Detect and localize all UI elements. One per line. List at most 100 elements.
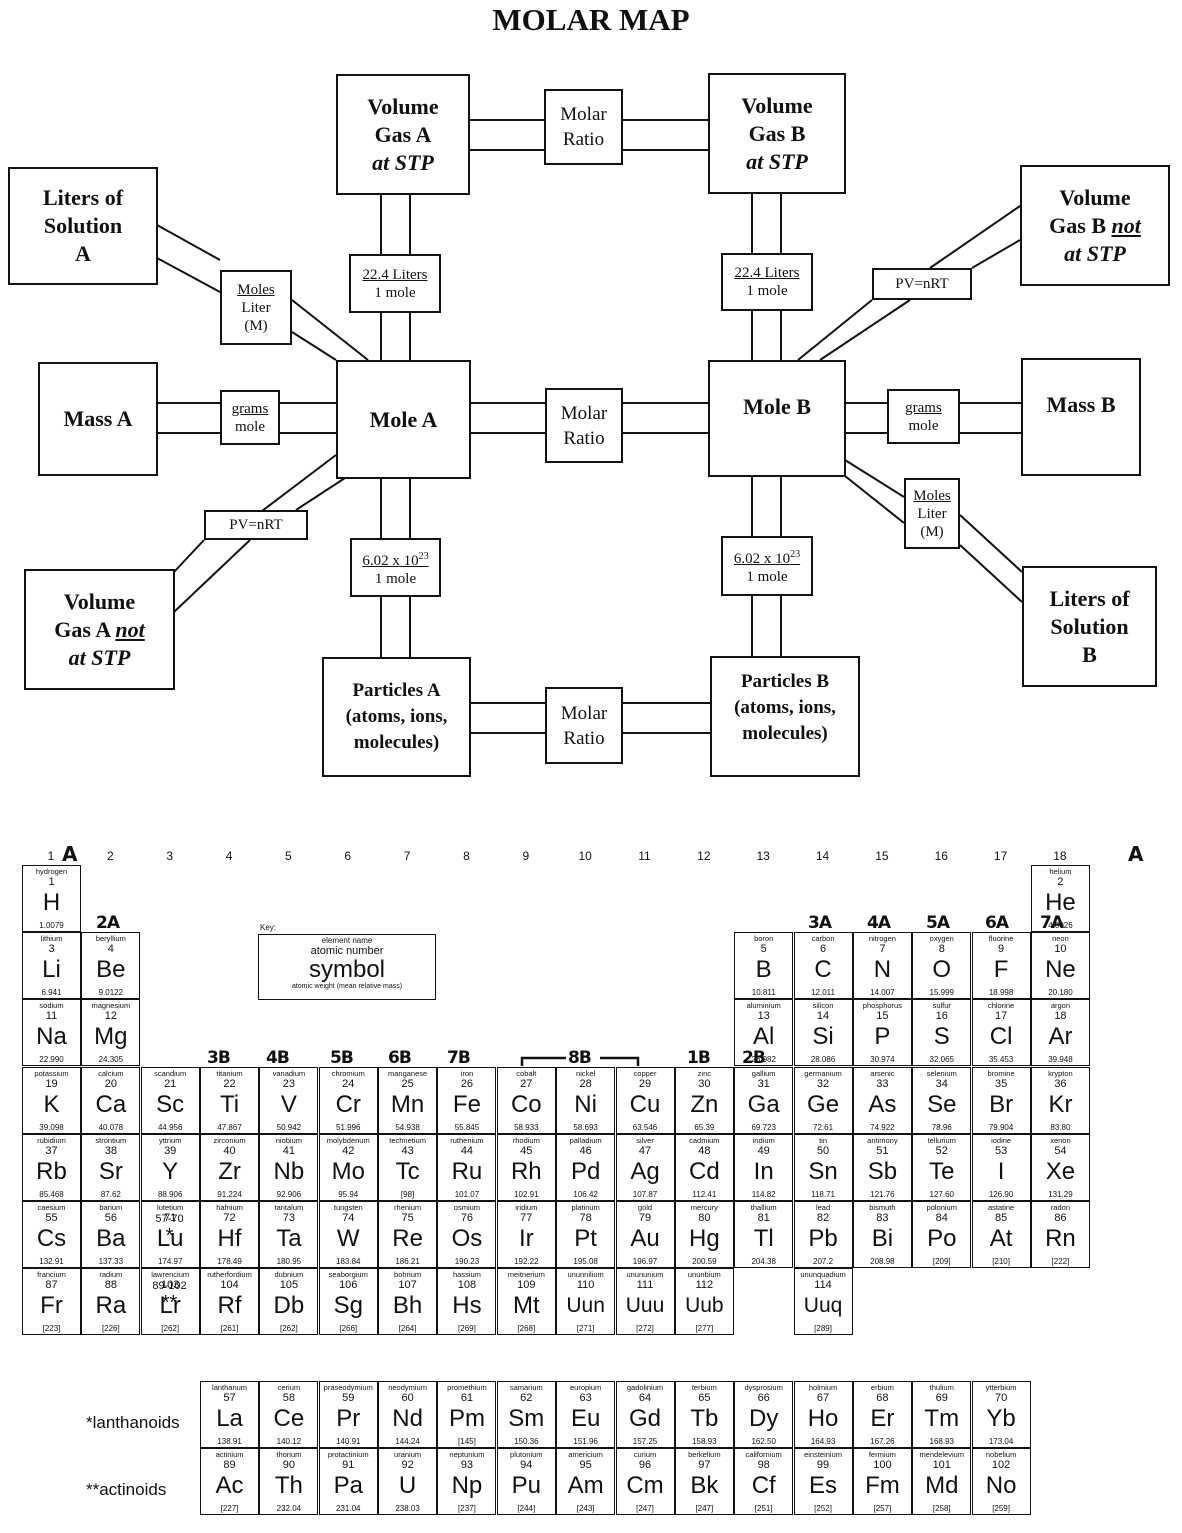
- element-symbol: Uun: [566, 1294, 605, 1318]
- atomic-number: 95: [579, 1459, 592, 1471]
- atomic-weight: [210]: [992, 1257, 1010, 1266]
- element-name: gallium: [751, 1068, 776, 1078]
- element-symbol: Db: [273, 1292, 305, 1320]
- element-name: mendelevium: [919, 1450, 965, 1459]
- atomic-number: 42: [342, 1144, 355, 1157]
- element-name: krypton: [1048, 1068, 1073, 1078]
- element-symbol: Ru: [451, 1157, 483, 1185]
- handwritten-2b: 2B: [742, 1048, 766, 1068]
- atomic-weight: 121.76: [870, 1189, 895, 1199]
- atomic-number: 68: [876, 1392, 889, 1404]
- label-line: Molar: [560, 402, 608, 424]
- element-symbol: Br: [989, 1090, 1014, 1118]
- element-name: lanthanum: [212, 1383, 248, 1392]
- handwritten-3a: 3A: [808, 913, 832, 933]
- atomic-weight: 20.180: [1048, 988, 1073, 998]
- atomic-weight: 186.21: [395, 1257, 420, 1266]
- atomic-number: 29: [638, 1077, 652, 1090]
- atomic-weight: 79.904: [988, 1122, 1014, 1132]
- element-name: samarium: [509, 1383, 543, 1392]
- element-symbol: At: [989, 1225, 1013, 1252]
- atomic-number: 102: [991, 1459, 1011, 1471]
- element-symbol: Sc: [156, 1090, 185, 1118]
- element-symbol: Kr: [1048, 1090, 1073, 1118]
- atomic-number: 55: [45, 1212, 58, 1224]
- atomic-weight: [257]: [873, 1504, 892, 1513]
- element-symbol: Cr: [335, 1090, 361, 1118]
- atomic-weight: 4.0026: [1048, 921, 1073, 930]
- molarity-symbol: (M): [920, 523, 944, 540]
- element-name: cobalt: [516, 1068, 537, 1078]
- group-number-3: 3: [166, 849, 174, 863]
- element-name: chlorine: [987, 1001, 1015, 1011]
- group-number-13: 13: [756, 849, 770, 863]
- atomic-weight: 24.305: [98, 1055, 124, 1065]
- atomic-weight: [145]: [458, 1437, 476, 1446]
- grams-per-mole-a-box: grams mole: [220, 390, 280, 445]
- element-name: curium: [633, 1450, 657, 1459]
- atomic-weight: 207.2: [813, 1257, 834, 1266]
- element-name: protactinium: [327, 1450, 369, 1459]
- label-line: Particles A: [352, 680, 441, 701]
- atomic-weight: 65.39: [694, 1122, 715, 1132]
- element-symbol: Bk: [690, 1472, 719, 1499]
- element-name: chromium: [331, 1068, 365, 1078]
- element-name: sodium: [39, 1001, 64, 1011]
- group-number-4: 4: [225, 849, 233, 863]
- element-name: californium: [745, 1450, 782, 1459]
- atomic-weight: 126.90: [988, 1189, 1014, 1199]
- molar-ratio-middle-box: Molar Ratio: [545, 388, 623, 463]
- atomic-weight: 88.906: [157, 1189, 183, 1199]
- atomic-weight: 112.41: [692, 1189, 717, 1199]
- atomic-weight: 164.93: [810, 1437, 836, 1446]
- atomic-number: 26: [460, 1077, 474, 1090]
- particles-a-box: Particles A (atoms, ions, molecules): [322, 657, 471, 777]
- atomic-number: 76: [460, 1212, 474, 1224]
- atomic-weight: 137.33: [98, 1257, 124, 1266]
- atomic-weight: 144.24: [395, 1437, 420, 1446]
- label-part: Gas A: [54, 616, 116, 642]
- element-name: einsteinium: [804, 1450, 843, 1459]
- atomic-number: 114: [814, 1279, 832, 1292]
- atomic-weight: 140.91: [336, 1437, 361, 1446]
- element-name: unununium: [626, 1270, 664, 1280]
- element-symbol: Tc: [395, 1157, 420, 1185]
- element-name: bromine: [987, 1068, 1015, 1078]
- element-symbol: Rf: [217, 1292, 242, 1320]
- element-name: sulfur: [932, 1001, 951, 1011]
- atomic-number: 48: [698, 1144, 711, 1157]
- atomic-number: 15: [876, 1010, 889, 1023]
- label-line: Volume: [63, 588, 136, 614]
- atomic-number: 67: [816, 1392, 830, 1404]
- handwritten-1b: 1B: [687, 1048, 711, 1068]
- atomic-number: 43: [401, 1144, 414, 1157]
- element-symbol: Ni: [574, 1090, 597, 1118]
- element-name: molybdenum: [326, 1135, 370, 1145]
- atomic-weight: 85.468: [39, 1189, 64, 1199]
- atomic-number: 64: [638, 1392, 652, 1404]
- atomic-weight: 15.999: [929, 988, 954, 998]
- element-name: technetium: [389, 1135, 426, 1145]
- atomic-weight: 173.04: [988, 1437, 1014, 1446]
- element-name: vanadium: [272, 1068, 306, 1078]
- volume-gas-b-not-stp-box: Volume Gas B not at STP: [1020, 165, 1170, 286]
- atomic-number: 16: [935, 1010, 948, 1023]
- atomic-number: 47: [638, 1144, 652, 1157]
- element-symbol: Al: [753, 1023, 775, 1051]
- atomic-number: 17: [994, 1010, 1008, 1023]
- atomic-weight: 40.078: [98, 1122, 124, 1132]
- element-name: erbium: [870, 1383, 894, 1392]
